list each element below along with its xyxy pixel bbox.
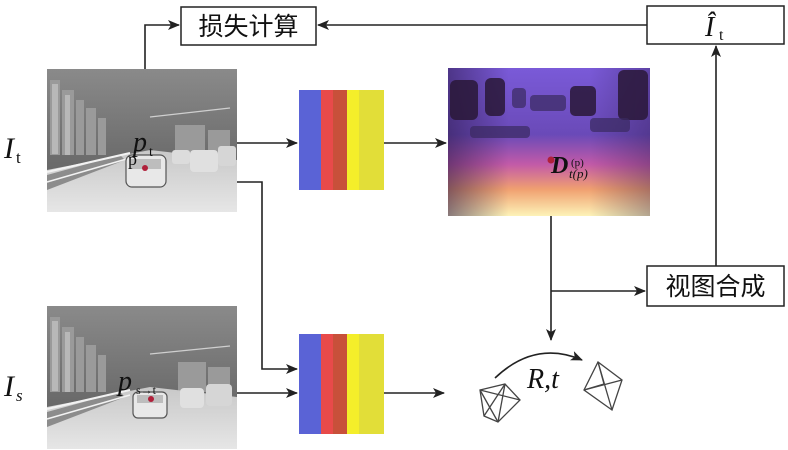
svg-text:Î: Î	[704, 12, 717, 43]
loss-box-label: 损失计算	[198, 12, 298, 41]
reconstructed-image-box	[646, 5, 785, 45]
source-point-label: p s→t	[116, 366, 157, 397]
target-thermal-image	[46, 69, 237, 212]
svg-text:s→t: s→t	[136, 383, 157, 397]
depth-point-marker	[547, 156, 555, 164]
view-synthesis-box: 视图合成	[646, 265, 785, 307]
svg-text:p: p	[131, 127, 147, 158]
svg-text:I: I	[3, 132, 16, 165]
svg-text:p: p	[128, 149, 137, 169]
depth-network	[299, 90, 384, 190]
depth-map	[448, 68, 650, 216]
svg-text:t(p): t(p)	[569, 166, 588, 181]
source-thermal-image	[46, 306, 237, 449]
pose-network	[299, 334, 384, 434]
source-point-marker	[148, 396, 154, 402]
source-image-label: I s	[3, 370, 23, 405]
depth-label: D t(p) (p)	[550, 153, 588, 181]
target-point-marker	[142, 165, 148, 171]
target-image-label: I t	[3, 132, 21, 167]
target-point-label: p t p	[128, 127, 153, 169]
svg-text:t: t	[16, 148, 21, 167]
connector-arrows	[144, 20, 721, 398]
reconstructed-image-label: Î t	[704, 12, 724, 44]
svg-text:(p): (p)	[571, 157, 584, 169]
camera-frustum-icon	[583, 361, 623, 412]
svg-text:I: I	[3, 370, 16, 403]
svg-text:t: t	[149, 145, 153, 160]
svg-text:p: p	[116, 366, 132, 397]
svg-text:t: t	[719, 27, 724, 44]
pose-label: R,t	[526, 364, 560, 395]
svg-text:s: s	[16, 386, 23, 405]
svg-text:D: D	[550, 153, 568, 179]
camera-frustum-icon	[479, 383, 521, 423]
loss-computation-box: 损失计算	[180, 6, 317, 46]
view-synthesis-label: 视图合成	[665, 272, 765, 301]
